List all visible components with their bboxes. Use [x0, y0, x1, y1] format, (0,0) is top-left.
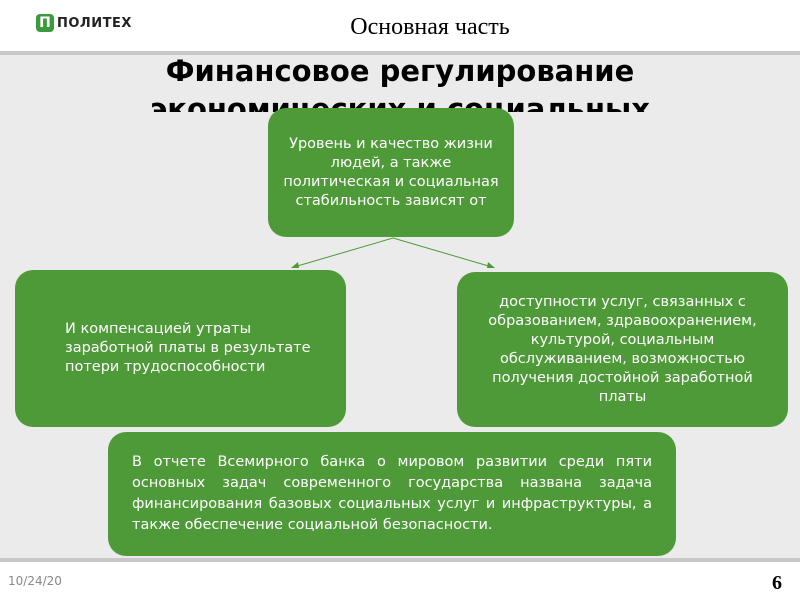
- footer-date: 10/24/20: [8, 574, 62, 588]
- left-box: И компенсацией утраты заработной платы в…: [15, 270, 346, 427]
- logo: П ПОЛИТЕХ: [36, 14, 132, 32]
- arrow-left: [293, 237, 394, 268]
- bottom-box: В отчете Всемирного банка о мировом разв…: [108, 432, 676, 556]
- arrow-right: [392, 237, 493, 268]
- arrowhead-right: [487, 262, 495, 268]
- right-box: доступности услуг, связанных с образован…: [457, 272, 788, 427]
- header-title: Основная часть: [350, 14, 510, 40]
- arrowhead-left: [291, 262, 299, 268]
- logo-mark: П: [36, 14, 54, 32]
- logo-text: ПОЛИТЕХ: [57, 15, 132, 31]
- slide-title: Финансовое регулирование экономических и…: [150, 54, 650, 112]
- top-box: Уровень и качество жизни людей, а также …: [268, 108, 514, 237]
- page-number: 6: [772, 572, 782, 594]
